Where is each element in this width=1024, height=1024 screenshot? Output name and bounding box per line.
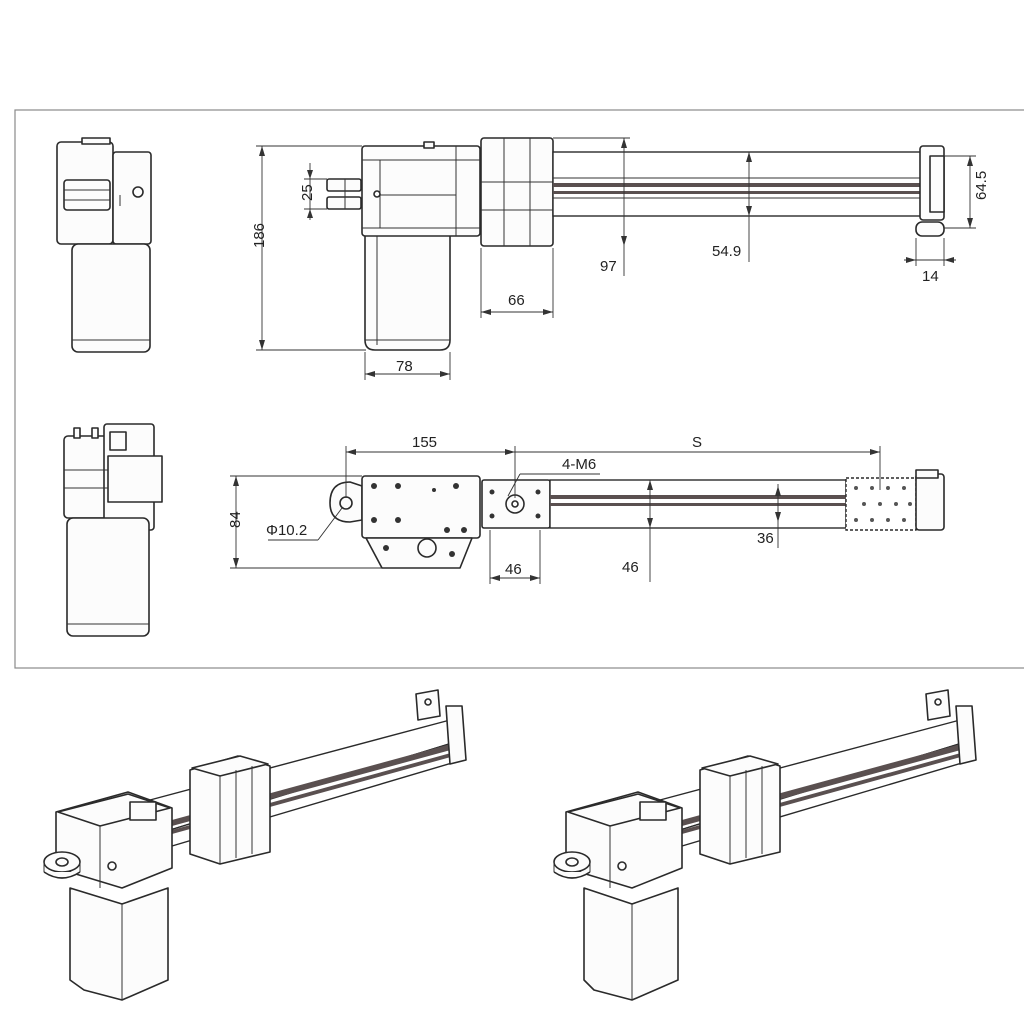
top-view <box>326 137 945 351</box>
dim-64-5: 64.5 <box>973 171 990 200</box>
iso-view-left <box>43 689 467 1001</box>
drawing-frame <box>14 109 1024 669</box>
dim-36: 36 <box>757 530 774 547</box>
iso-view-right <box>553 689 977 1001</box>
dim-14: 14 <box>922 268 939 285</box>
dim-66: 66 <box>508 292 525 309</box>
dim-155: 155 <box>412 434 437 451</box>
end-view-bottom <box>63 423 163 637</box>
dim-97: 97 <box>600 258 617 275</box>
end-view-top <box>56 137 152 353</box>
dim-s: S <box>692 434 702 451</box>
dim-phi-10-2: Φ10.2 <box>266 522 307 539</box>
dim-4-m6: 4-M6 <box>562 456 596 473</box>
bottom-view-dimensions: 155 S 4-M6 84 Φ10.2 46 46 <box>227 434 881 584</box>
dim-54-9: 54.9 <box>712 243 741 260</box>
bottom-view <box>329 469 945 569</box>
dim-25: 25 <box>299 184 316 201</box>
top-view-dimensions: 186 25 78 66 97 54.9 <box>251 137 990 380</box>
dim-46-vertical: 46 <box>622 559 639 576</box>
dim-186: 186 <box>251 223 268 248</box>
dim-46-horizontal: 46 <box>505 561 522 578</box>
dim-78: 78 <box>396 358 413 375</box>
dim-84: 84 <box>227 511 244 528</box>
